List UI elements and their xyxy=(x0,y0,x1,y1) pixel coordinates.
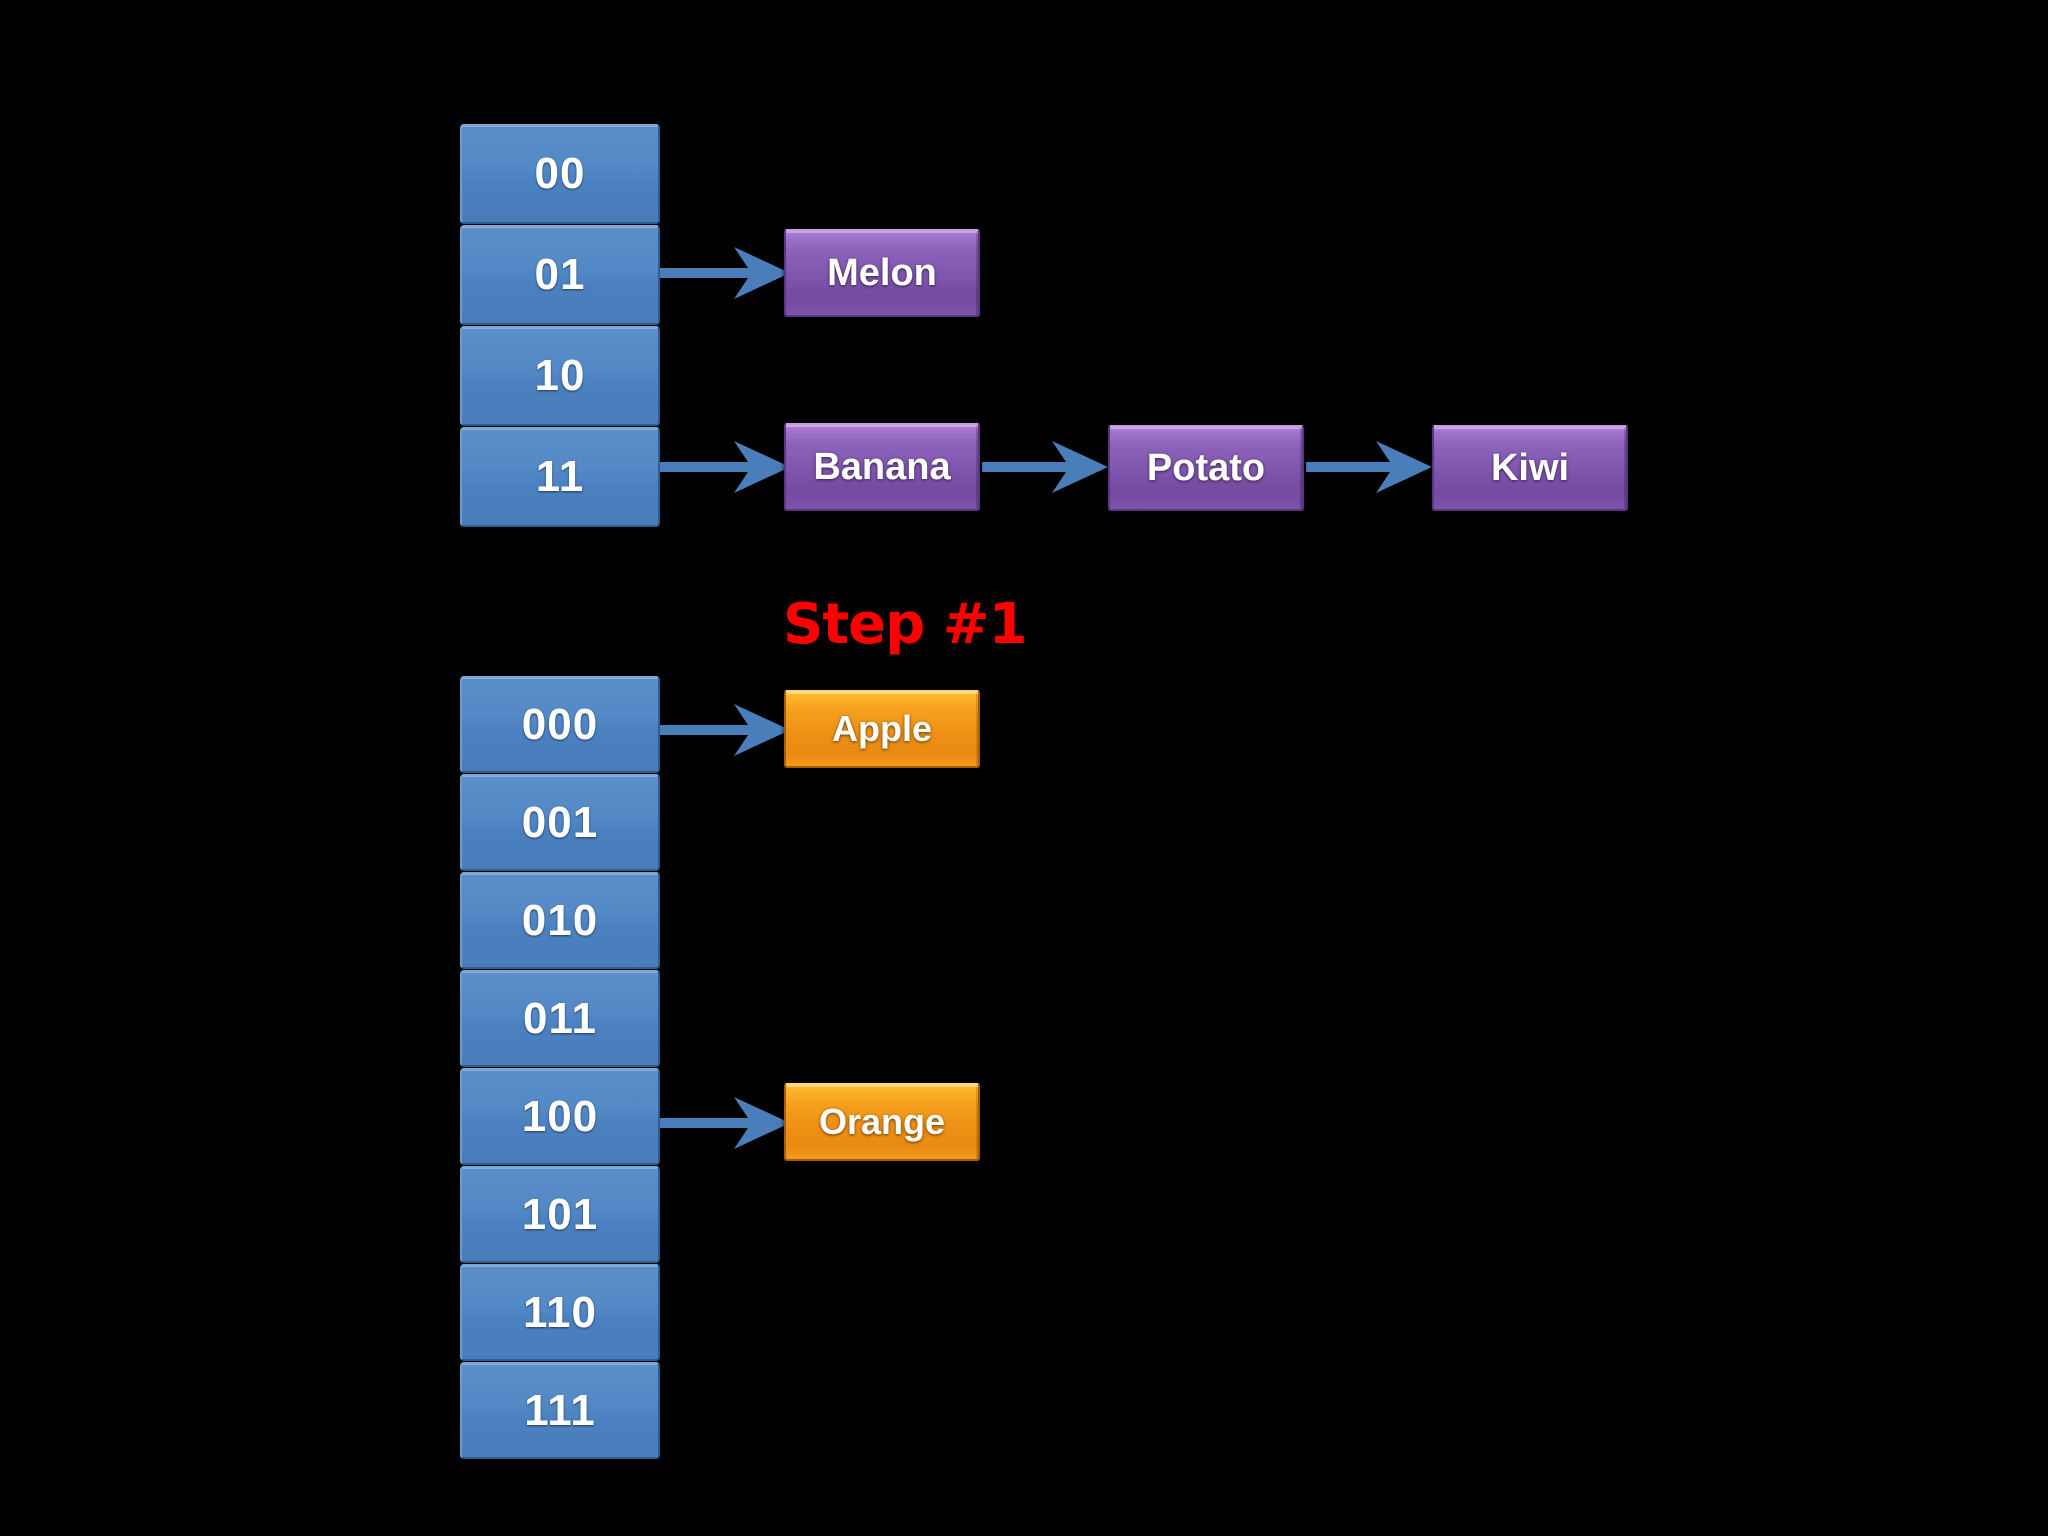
node-banana[interactable]: Banana xyxy=(784,423,980,511)
bucket-cell-11[interactable]: 11 xyxy=(460,427,660,527)
node-potato-label: Potato xyxy=(1146,446,1266,489)
node-kiwi[interactable]: Kiwi xyxy=(1432,425,1628,511)
bucket-cell-100[interactable]: 100 xyxy=(460,1068,660,1165)
bucket-cell-01[interactable]: 01 xyxy=(460,225,660,325)
node-banana-label: Banana xyxy=(813,445,951,488)
bucket-cell-101[interactable]: 101 xyxy=(460,1166,660,1263)
arrow-bucket-100-to-orange xyxy=(660,1097,790,1149)
arrow-banana-to-potato xyxy=(982,441,1108,493)
bucket-cell-10[interactable]: 10 xyxy=(460,326,660,426)
node-potato[interactable]: Potato xyxy=(1108,425,1304,511)
three-bit-address-table: 000 001 010 011 100 101 110 111 xyxy=(460,676,660,1459)
node-orange-label: Orange xyxy=(818,1101,946,1142)
bucket-cell-000[interactable]: 000 xyxy=(460,676,660,773)
node-orange[interactable]: Orange xyxy=(784,1083,980,1161)
arrow-potato-to-kiwi xyxy=(1306,441,1432,493)
arrow-bucket-01-to-melon xyxy=(660,247,790,299)
arrow-bucket-11-to-banana xyxy=(660,441,790,493)
node-apple-label: Apple xyxy=(831,708,932,749)
bucket-cell-00[interactable]: 00 xyxy=(460,124,660,224)
bucket-cell-001[interactable]: 001 xyxy=(460,774,660,871)
node-apple[interactable]: Apple xyxy=(784,690,980,768)
node-melon[interactable]: Melon xyxy=(784,229,980,317)
two-bit-address-table: 00 01 10 11 xyxy=(460,124,660,527)
bucket-cell-011[interactable]: 011 xyxy=(460,970,660,1067)
step-label: Step #1 xyxy=(783,592,1028,657)
bucket-cell-110[interactable]: 110 xyxy=(460,1264,660,1361)
node-melon-label: Melon xyxy=(827,251,937,294)
arrow-bucket-000-to-apple xyxy=(660,704,790,756)
bucket-cell-111[interactable]: 111 xyxy=(460,1362,660,1459)
node-kiwi-label: Kiwi xyxy=(1490,446,1570,489)
bucket-cell-010[interactable]: 010 xyxy=(460,872,660,969)
